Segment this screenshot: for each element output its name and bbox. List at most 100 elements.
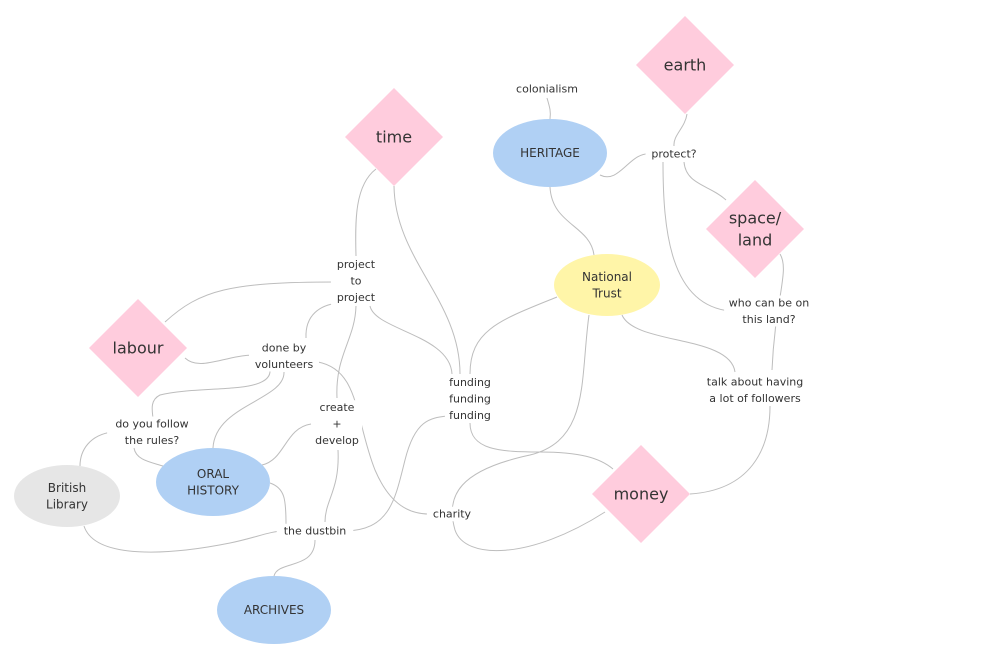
node-follow-rules[interactable]: do you follow the rules?	[107, 416, 197, 448]
edge-project-to-create	[336, 305, 357, 399]
node-label: space/	[729, 209, 782, 228]
node-label: Trust	[591, 286, 621, 300]
edges-layer	[79, 97, 784, 577]
edge-british-library-to-dustbin	[83, 525, 285, 553]
node-label: do you follow	[115, 417, 188, 430]
node-label: create	[320, 401, 355, 414]
edge-follow-rules-to-british-library	[79, 431, 113, 467]
label-background	[276, 523, 354, 539]
node-done-by[interactable]: done by volunteers	[249, 340, 319, 372]
node-archives[interactable]: ARCHIVES	[217, 576, 331, 644]
edge-earth-to-protect	[673, 113, 688, 147]
node-label: HISTORY	[187, 483, 240, 497]
edge-done-by-to-oral-history	[212, 371, 285, 449]
ellipse-shape	[156, 448, 270, 516]
node-label: funding	[449, 409, 491, 422]
node-label: to	[350, 275, 361, 288]
edge-oral-history-to-dustbin	[269, 482, 287, 525]
node-label: this land?	[742, 313, 795, 326]
node-heritage[interactable]: HERITAGE	[493, 119, 607, 187]
node-dustbin[interactable]: the dustbin	[276, 523, 354, 539]
label-background	[444, 375, 496, 423]
edge-create-to-dustbin	[324, 449, 339, 523]
label-background	[508, 81, 586, 97]
edge-national-trust-to-talk-about	[621, 314, 736, 373]
node-space-land[interactable]: space/land	[706, 180, 804, 278]
label-background	[645, 146, 703, 162]
node-label: +	[332, 418, 341, 431]
node-label: the dustbin	[284, 525, 347, 538]
node-money[interactable]: money	[592, 445, 690, 543]
ellipse-shape	[554, 254, 660, 316]
node-label: project	[337, 291, 376, 304]
label-background	[426, 506, 478, 522]
node-labour[interactable]: labour	[89, 299, 187, 397]
diamond-shape	[706, 180, 804, 278]
node-label: funding	[449, 393, 491, 406]
ellipse-shape	[14, 465, 120, 527]
edge-national-trust-to-funding	[469, 296, 558, 375]
node-label: labour	[113, 339, 164, 358]
node-label: Library	[46, 497, 88, 511]
edge-heritage-to-national-trust	[549, 186, 595, 256]
node-label: colonialism	[516, 83, 578, 96]
edge-time-to-project	[355, 168, 377, 257]
ellipse-shape	[493, 119, 607, 187]
node-label: funding	[449, 376, 491, 389]
label-background	[249, 340, 319, 372]
label-background	[107, 416, 197, 448]
diamond-shape	[636, 16, 734, 114]
node-label: earth	[664, 56, 707, 75]
node-label: who can be on	[729, 296, 809, 309]
edge-labour-to-project	[164, 281, 337, 323]
edge-national-trust-to-charity	[451, 314, 606, 552]
node-label: project	[337, 258, 376, 271]
node-label: develop	[315, 434, 359, 447]
node-who-can[interactable]: who can be on this land?	[724, 295, 814, 327]
node-time[interactable]: time	[345, 88, 443, 186]
label-background	[693, 374, 817, 406]
node-funding[interactable]: funding funding funding	[444, 375, 496, 423]
node-label: charity	[433, 508, 472, 521]
edge-follow-rules-to-oral-history	[133, 447, 164, 467]
edge-done-by-to-follow-rules	[151, 369, 271, 419]
node-label: done by	[262, 341, 307, 354]
edge-space-land-to-talk-about	[771, 253, 784, 371]
edge-protect-to-who-can	[662, 161, 731, 312]
edge-done-by-to-charity	[317, 361, 433, 515]
label-background	[724, 295, 814, 327]
ellipse-shape	[217, 576, 331, 644]
node-label: ARCHIVES	[244, 603, 304, 617]
node-protect[interactable]: protect?	[645, 146, 703, 162]
node-label: HERITAGE	[520, 146, 580, 160]
node-label: talk about having	[707, 375, 803, 388]
node-label: British	[48, 481, 86, 495]
edge-time-to-funding	[393, 185, 461, 375]
node-oral-history[interactable]: ORAL HISTORY	[156, 448, 270, 516]
edge-funding-to-money	[469, 422, 614, 470]
node-earth[interactable]: earth	[636, 16, 734, 114]
diamond-shape	[89, 299, 187, 397]
label-background	[311, 400, 363, 448]
node-charity[interactable]: charity	[426, 506, 478, 522]
node-label: National	[582, 270, 632, 284]
node-label: protect?	[651, 148, 696, 161]
edge-create-to-oral-history	[261, 423, 312, 466]
node-label: time	[376, 128, 412, 147]
node-label: the rules?	[125, 434, 180, 447]
node-label: ORAL	[197, 467, 230, 481]
node-label: volunteers	[255, 358, 314, 371]
node-colonialism[interactable]: colonialism	[508, 81, 586, 97]
edge-talk-about-to-money	[689, 405, 771, 495]
edge-colonialism-to-heritage	[546, 97, 551, 120]
node-create[interactable]: create + develop	[311, 400, 363, 448]
edge-project-to-funding	[369, 305, 453, 375]
diamond-shape	[345, 88, 443, 186]
node-project[interactable]: project to project	[330, 257, 382, 305]
edge-dustbin-to-funding	[344, 415, 448, 532]
label-background	[330, 257, 382, 305]
